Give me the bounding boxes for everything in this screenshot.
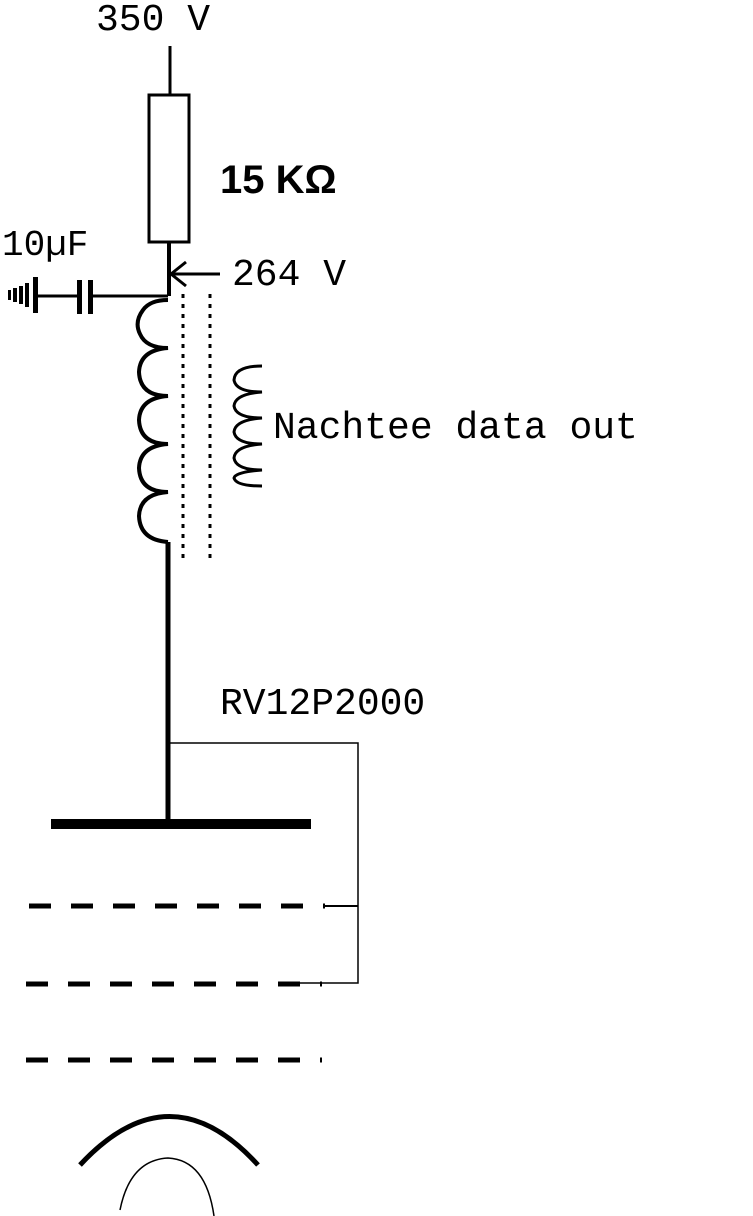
capacitor-value-label: 10µF [2,225,88,266]
primary-coil [135,298,169,544]
ground-icon [8,277,38,313]
node-voltage-arrow [170,260,220,288]
resistor-value-label: 15 KΩ [220,158,337,202]
resistor [147,93,191,244]
grid-connection-wire [170,742,359,984]
node-voltage-label: 264 V [232,254,346,297]
transformer-secondary-label: Nachtee data out [273,407,638,450]
secondary-coil [232,364,263,488]
capacitor [38,280,168,314]
tube-heater [119,1157,215,1216]
tube-type-label: RV12P2000 [220,683,425,726]
supply-voltage-label: 350 V [96,0,210,42]
tube-plate [51,819,311,829]
tube-cathode [78,1114,260,1167]
